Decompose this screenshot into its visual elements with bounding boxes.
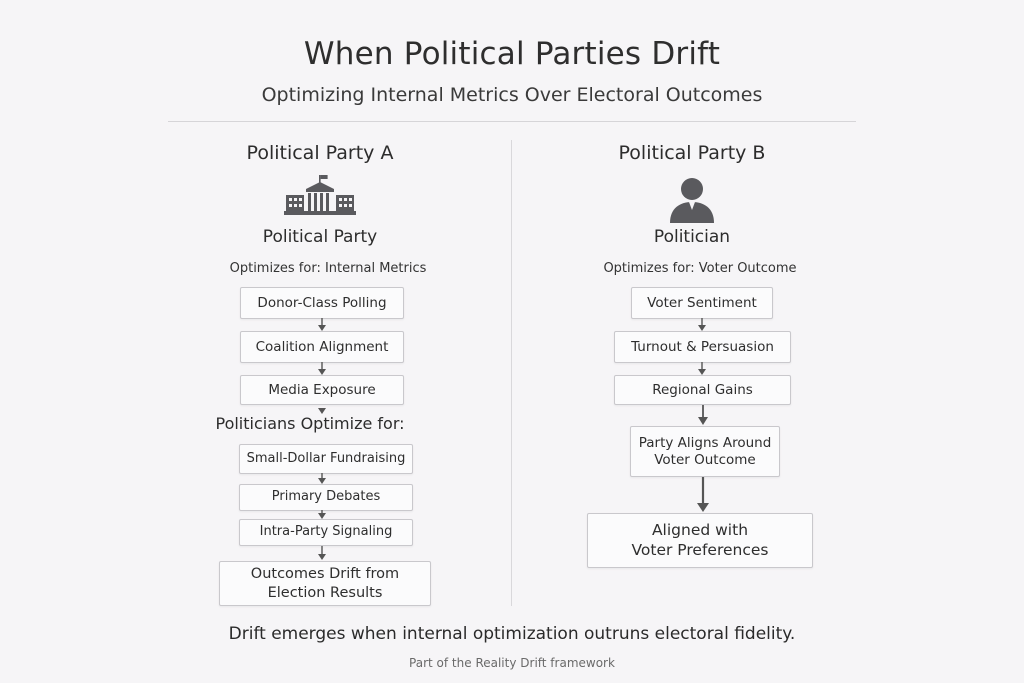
left-substep-label: Small-Dollar Fundraising	[246, 450, 406, 466]
down-arrow-icon	[698, 362, 706, 375]
page-title: When Political Parties Drift	[303, 36, 721, 72]
party-b-optimizes: Optimizes for: Voter Outcome	[603, 261, 797, 276]
left-step-label: Donor-Class Polling	[257, 294, 387, 311]
down-arrow-icon	[698, 405, 708, 425]
left-step-box: Donor-Class Polling	[240, 287, 404, 319]
framework-credit: Part of the Reality Drift framework	[409, 656, 615, 670]
party-a-optimizes: Optimizes for: Internal Metrics	[229, 261, 427, 276]
down-arrow-icon	[318, 408, 326, 414]
right-step-label: Regional Gains	[652, 381, 753, 398]
down-arrow-icon	[318, 546, 326, 560]
down-arrow-icon	[698, 318, 706, 331]
left-step-label: Coalition Alignment	[255, 338, 389, 355]
government-building-icon	[284, 175, 356, 215]
down-arrow-icon	[697, 477, 709, 512]
person-icon	[670, 178, 714, 223]
right-step-box: Voter Sentiment	[631, 287, 773, 319]
right-step-label: Turnout & Persuasion	[631, 338, 774, 355]
party-a-heading: Political Party A	[246, 142, 394, 164]
footer-statement: Drift emerges when internal optimization…	[228, 624, 796, 644]
left-substep-box: Intra-Party Signaling	[239, 519, 413, 546]
left-substep-label: Intra-Party Signaling	[259, 524, 393, 540]
right-outcome-label: Aligned with Voter Preferences	[631, 521, 769, 559]
right-step-box: Regional Gains	[614, 375, 791, 405]
left-substep-label: Primary Debates	[271, 489, 381, 505]
right-align-label: Party Aligns Around Voter Outcome	[638, 434, 772, 468]
party-b-role: Politician	[653, 227, 731, 247]
left-substep-box: Small-Dollar Fundraising	[239, 444, 413, 474]
column-divider	[511, 140, 512, 606]
party-b-heading: Political Party B	[618, 142, 766, 164]
politicians-optimize-heading: Politicians Optimize for:	[215, 414, 405, 433]
left-step-box: Media Exposure	[240, 375, 404, 405]
down-arrow-icon	[318, 318, 326, 331]
down-arrow-icon	[318, 510, 326, 519]
left-step-label: Media Exposure	[268, 381, 376, 398]
down-arrow-icon	[318, 473, 326, 484]
right-align-box: Party Aligns Around Voter Outcome	[630, 426, 780, 477]
header-divider	[168, 121, 856, 122]
right-step-box: Turnout & Persuasion	[614, 331, 791, 363]
left-step-box: Coalition Alignment	[240, 331, 404, 363]
left-outcome-label: Outcomes Drift from Election Results	[250, 566, 400, 601]
page-subtitle: Optimizing Internal Metrics Over Elector…	[261, 84, 763, 106]
left-outcome-box: Outcomes Drift from Election Results	[219, 561, 431, 606]
right-step-label: Voter Sentiment	[647, 294, 757, 311]
right-outcome-box: Aligned with Voter Preferences	[587, 513, 813, 568]
down-arrow-icon	[318, 362, 326, 375]
left-substep-box: Primary Debates	[239, 484, 413, 511]
party-a-role: Political Party	[262, 227, 378, 247]
